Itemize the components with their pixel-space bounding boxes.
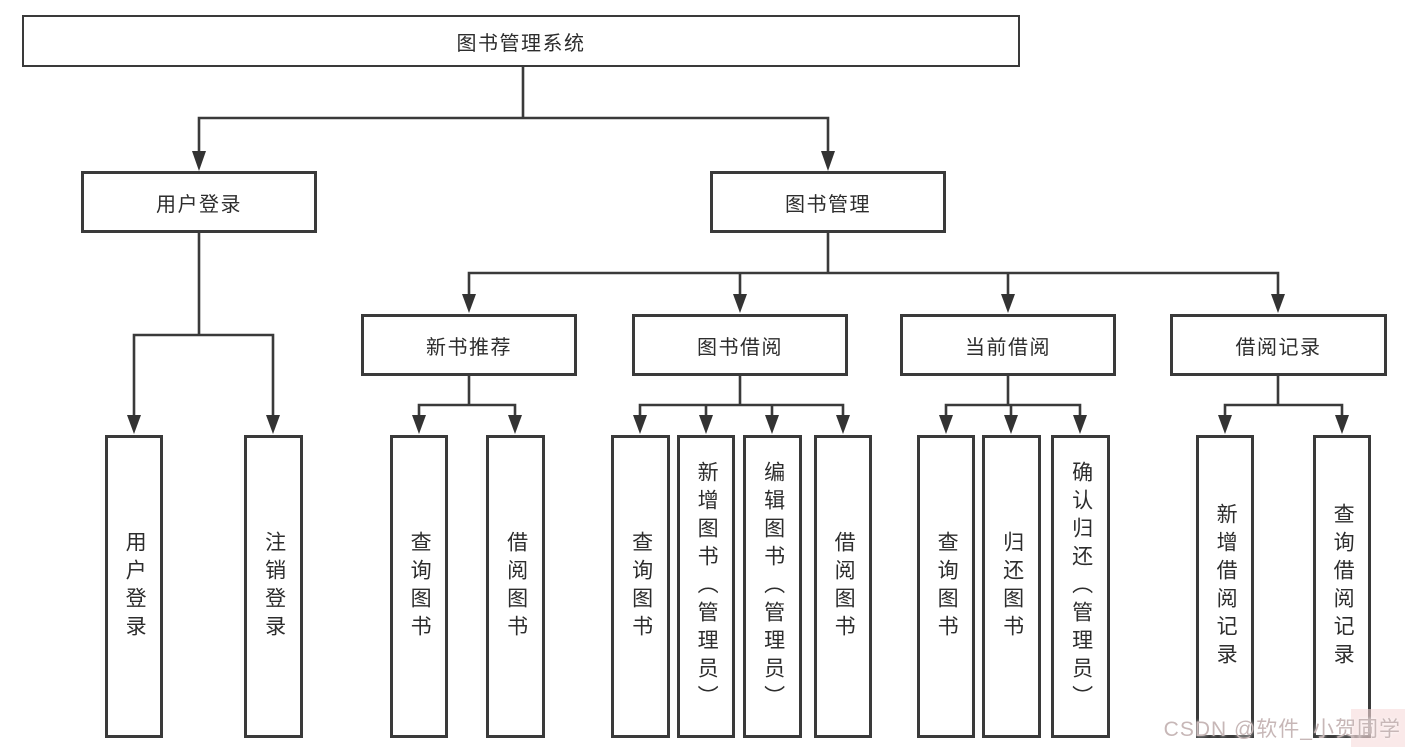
leaf-query-books-current: 查询图书: [917, 435, 975, 738]
leaf-query-books-borrowing: 查询图书: [611, 435, 670, 738]
node-book-management: 图书管理: [710, 171, 946, 233]
watermark-tint: [1351, 709, 1405, 747]
node-current-borrowing: 当前借阅: [900, 314, 1116, 376]
leaf-user-login: 用户登录: [105, 435, 163, 738]
node-library-system: 图书管理系统: [22, 15, 1020, 67]
node-borrowing-records: 借阅记录: [1170, 314, 1387, 376]
node-new-book-recommendation: 新书推荐: [361, 314, 577, 376]
leaf-borrow-books-borrowing: 借阅图书: [814, 435, 872, 738]
leaf-borrow-books-recommend: 借阅图书: [486, 435, 545, 738]
leaf-logout: 注销登录: [244, 435, 303, 738]
leaf-return-books: 归还图书: [982, 435, 1041, 738]
watermark-text: CSDN @软件_小贺同学: [1163, 718, 1401, 741]
leaf-add-borrow-record: 新增借阅记录: [1196, 435, 1254, 738]
leaf-confirm-return-admin: 确认归还（管理员）: [1051, 435, 1110, 738]
leaf-query-books-recommend: 查询图书: [390, 435, 448, 738]
leaf-add-book-admin: 新增图书（管理员）: [677, 435, 735, 738]
node-user-login: 用户登录: [81, 171, 317, 233]
leaf-query-borrow-record: 查询借阅记录: [1313, 435, 1371, 738]
node-book-borrowing: 图书借阅: [632, 314, 848, 376]
leaf-edit-book-admin: 编辑图书（管理员）: [743, 435, 802, 738]
